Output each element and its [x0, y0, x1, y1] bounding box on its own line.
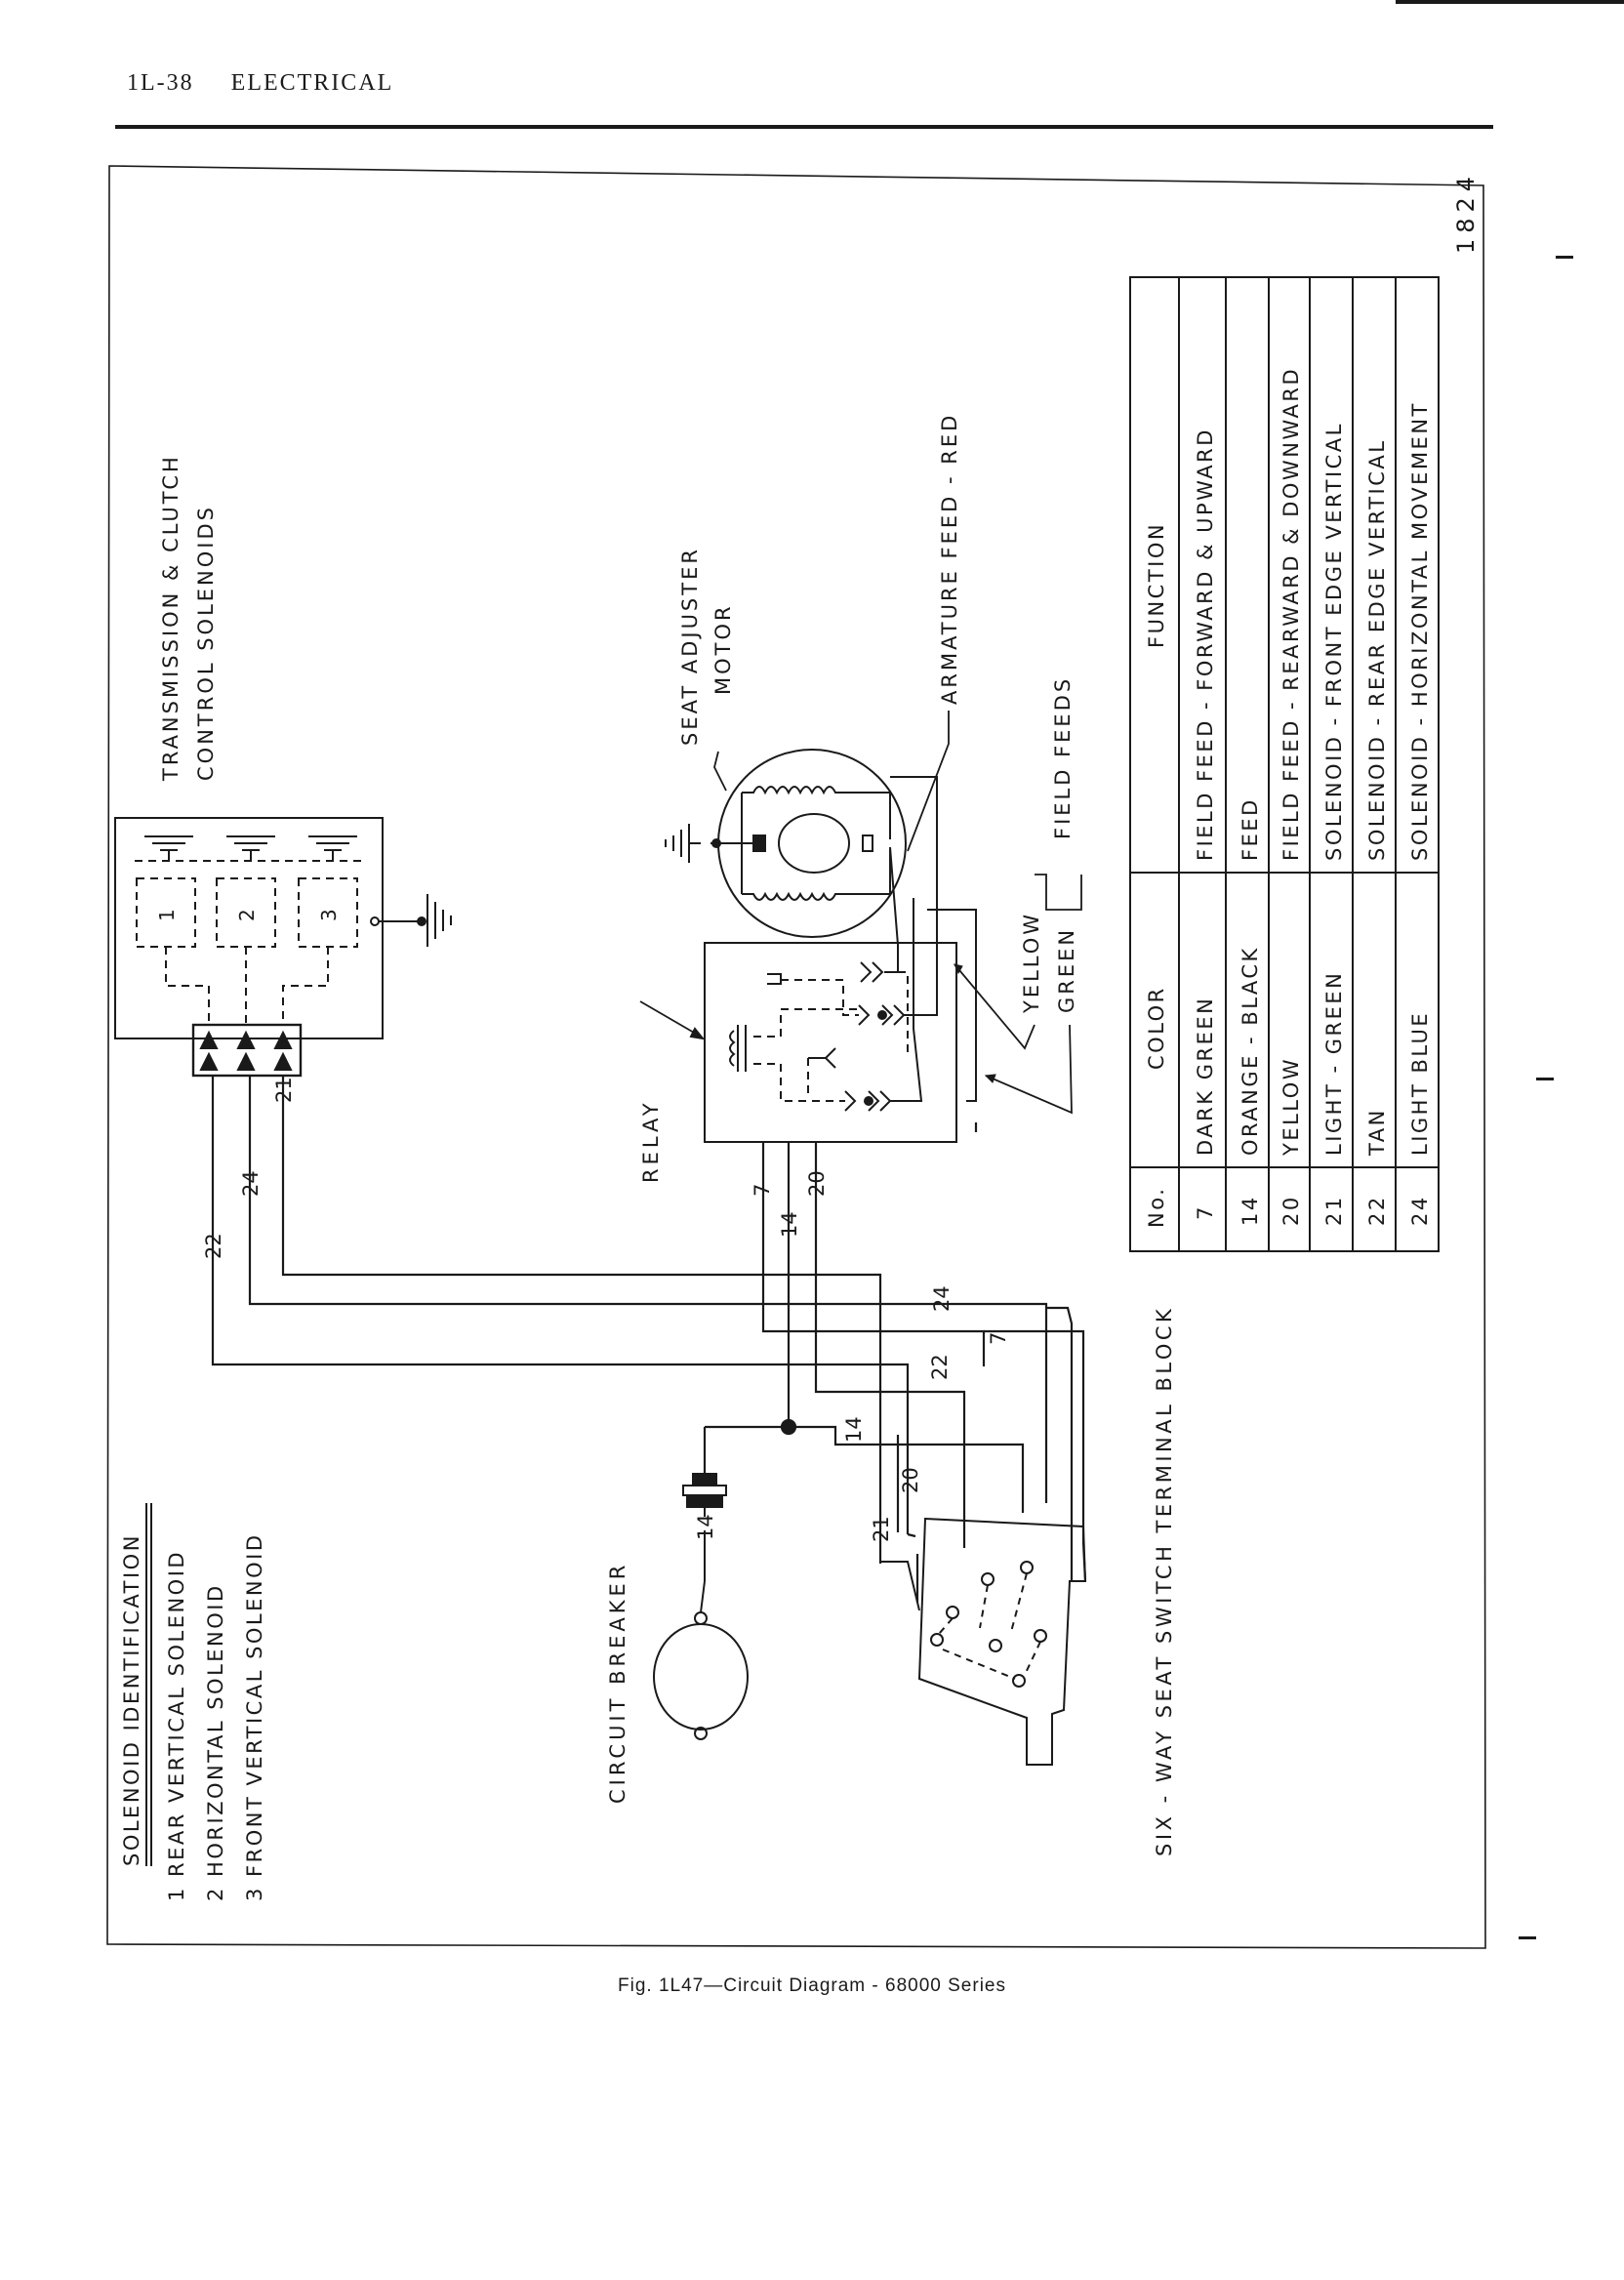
wire-label: 24	[930, 1285, 954, 1312]
solenoid-number: 3	[317, 909, 341, 921]
wire-label: 7	[751, 1184, 774, 1197]
relay: RELAY	[639, 942, 957, 1183]
wire-label: 14	[842, 1416, 866, 1443]
corner-rule	[1396, 0, 1624, 4]
circuit-breaker-label: CIRCUIT BREAKER	[606, 1562, 629, 1804]
field-feed-wire	[890, 776, 938, 1016]
circuit-breaker: CIRCUIT BREAKER	[606, 1473, 749, 1804]
legend-item: 3 FRONT VERTICAL SOLENOID	[243, 1533, 266, 1902]
header-rule	[115, 125, 1493, 129]
solenoid-legend: SOLENOID IDENTIFICATION 1 REAR VERTICAL …	[120, 1503, 266, 1901]
solenoid-number: 1	[155, 909, 179, 921]
wire-color-table: No. COLOR FUNCTION 7 DARK GREEN FIELD FE…	[1129, 276, 1440, 1252]
legend-item: 1 REAR VERTICAL SOLENOID	[165, 1550, 188, 1901]
table-cell: FEED	[1238, 797, 1262, 861]
solenoid-connector	[191, 1023, 303, 1078]
wire-label: 21	[272, 1077, 296, 1103]
field-feed-wire	[890, 898, 923, 1102]
table-cell: SOLENOID - FRONT EDGE VERTICAL	[1322, 422, 1346, 861]
wire-label: 22	[202, 1233, 225, 1259]
motor-label: MOTOR	[711, 603, 735, 695]
table-cell: SOLENOID - REAR EDGE VERTICAL	[1365, 439, 1389, 861]
table-cell: 22	[1365, 1195, 1389, 1226]
page-number: 1L-38	[127, 70, 194, 96]
field-feeds-label: FIELD FEEDS	[1051, 676, 1075, 839]
legend-item: 2 HORIZONTAL SOLENOID	[204, 1583, 227, 1901]
wire-label: 24	[239, 1170, 263, 1197]
table-cell: ORANGE - BLACK	[1238, 946, 1262, 1156]
seat-adjuster-motor: SEAT ADJUSTER MOTOR	[665, 547, 907, 938]
wire-label: 20	[805, 1170, 829, 1197]
motor-label: SEAT ADJUSTER	[678, 547, 702, 746]
wiring	[211, 1076, 1087, 1603]
relay-housing	[704, 942, 957, 1143]
table-header-no: No.	[1145, 1187, 1168, 1228]
table-cell: FIELD FEED - FORWARD & UPWARD	[1194, 428, 1217, 861]
solenoids-label: TRANSMISSION & CLUTCH	[159, 454, 183, 782]
green-leader	[985, 1024, 1073, 1115]
table-cell: 20	[1279, 1195, 1303, 1226]
wire-labels: 22 24 21 7 14 20 24 7 22 14 20 21 14	[202, 1077, 1010, 1542]
ground-icon	[144, 835, 193, 861]
wire-label: 14	[778, 1211, 801, 1238]
ground-icon	[226, 835, 275, 861]
figure-frame	[106, 165, 1486, 1949]
figure-caption: Fig. 1L47—Circuit Diagram - 68000 Series	[618, 1975, 1006, 1996]
table-cell: LIGHT - GREEN	[1322, 971, 1346, 1156]
edge-mark	[1556, 256, 1573, 259]
table-cell: YELLOW	[1279, 1057, 1303, 1157]
solenoids-label: CONTROL SOLENOIDS	[194, 505, 218, 781]
wire-label: 20	[899, 1467, 922, 1493]
armature-leader	[907, 711, 950, 852]
armature-feed-label: ARMATURE FEED - RED	[938, 413, 961, 705]
field-feeds-bracket	[1035, 874, 1082, 911]
table-cell: TAN	[1365, 1108, 1389, 1157]
table-cell: FIELD FEED - REARWARD & DOWNWARD	[1279, 367, 1303, 861]
solenoid-number: 2	[235, 909, 259, 921]
section-title: ELECTRICAL	[230, 70, 394, 96]
breaker-body	[653, 1623, 749, 1730]
switch-terminal-block: SIX - WAY SEAT SWITCH TERMINAL BLOCK	[880, 1306, 1176, 1856]
legend-title: SOLENOID IDENTIFICATION	[120, 1533, 143, 1866]
table-cell: DARK GREEN	[1194, 997, 1217, 1156]
green-label: GREEN	[1055, 927, 1078, 1013]
table-header-function: FUNCTION	[1145, 522, 1168, 648]
table-cell: 21	[1322, 1195, 1346, 1226]
table-cell: 7	[1194, 1204, 1217, 1220]
wire-label: 21	[870, 1516, 893, 1542]
yellow-label: YELLOW	[1020, 912, 1043, 1014]
table-cell: SOLENOID - HORIZONTAL MOVEMENT	[1408, 401, 1432, 861]
field-feed-wire	[927, 909, 977, 1102]
solenoid-group: TRANSMISSION & CLUTCH CONTROL SOLENOIDS …	[114, 454, 452, 1078]
page-header: 1L-38 ELECTRICAL	[127, 70, 393, 97]
edge-mark	[1519, 1936, 1536, 1939]
ground-icon	[308, 835, 357, 861]
table-cell: LIGHT BLUE	[1408, 1011, 1432, 1156]
ground-icon	[665, 824, 690, 863]
table-header-color: COLOR	[1145, 986, 1168, 1070]
ground-icon	[426, 894, 452, 947]
table-cell: 24	[1408, 1195, 1432, 1226]
field-feed-wire	[884, 846, 899, 973]
figure-number: 1824	[1452, 171, 1480, 254]
relay-label: RELAY	[639, 1099, 663, 1183]
wire-label: 22	[928, 1354, 952, 1380]
wire-label: 7	[987, 1332, 1010, 1345]
edge-mark	[1536, 1078, 1554, 1080]
yellow-leader	[954, 963, 1035, 1050]
table-cell: 14	[1238, 1195, 1262, 1226]
switch-block-label: SIX - WAY SEAT SWITCH TERMINAL BLOCK	[1153, 1306, 1176, 1856]
